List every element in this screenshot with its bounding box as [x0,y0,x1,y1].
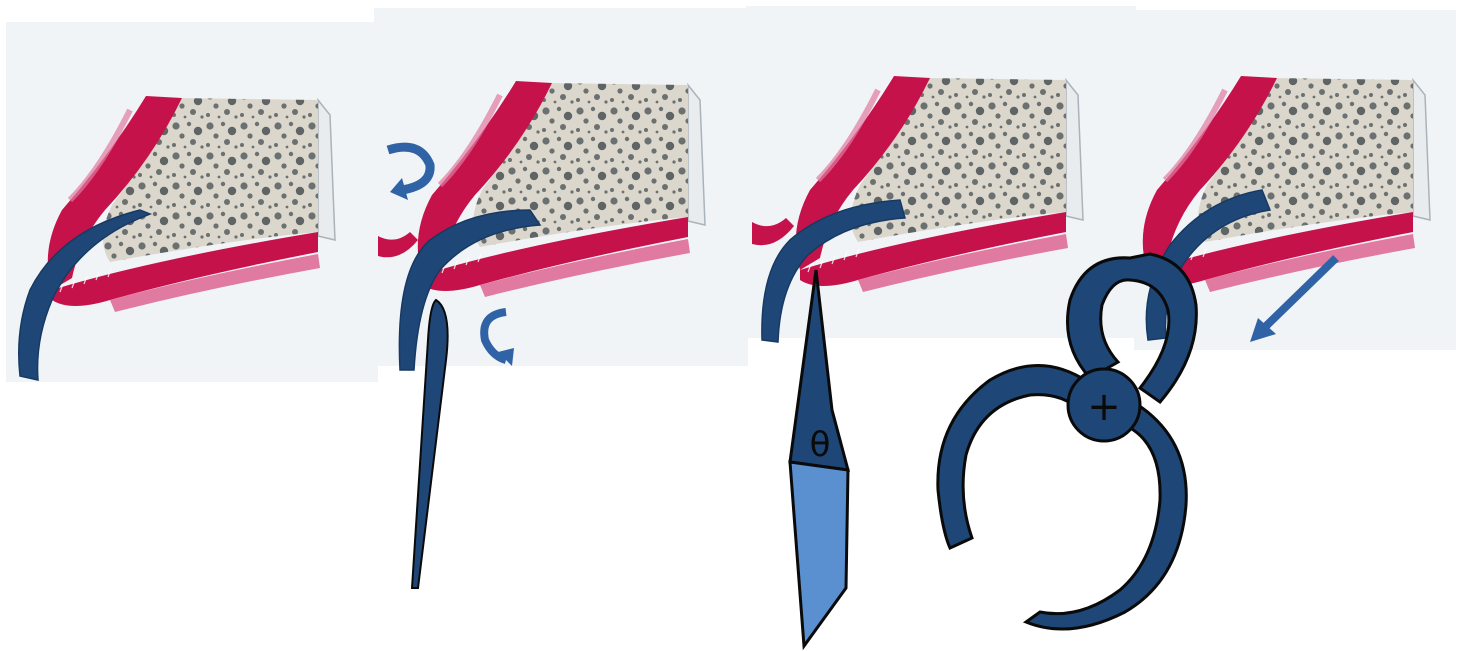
panel-1 [6,22,378,382]
panel-2 [374,8,748,588]
forceps-pivot-mark: + [1087,384,1121,430]
forceps-left-jaw [938,365,1088,548]
scalpel-mark: θ [810,425,831,465]
